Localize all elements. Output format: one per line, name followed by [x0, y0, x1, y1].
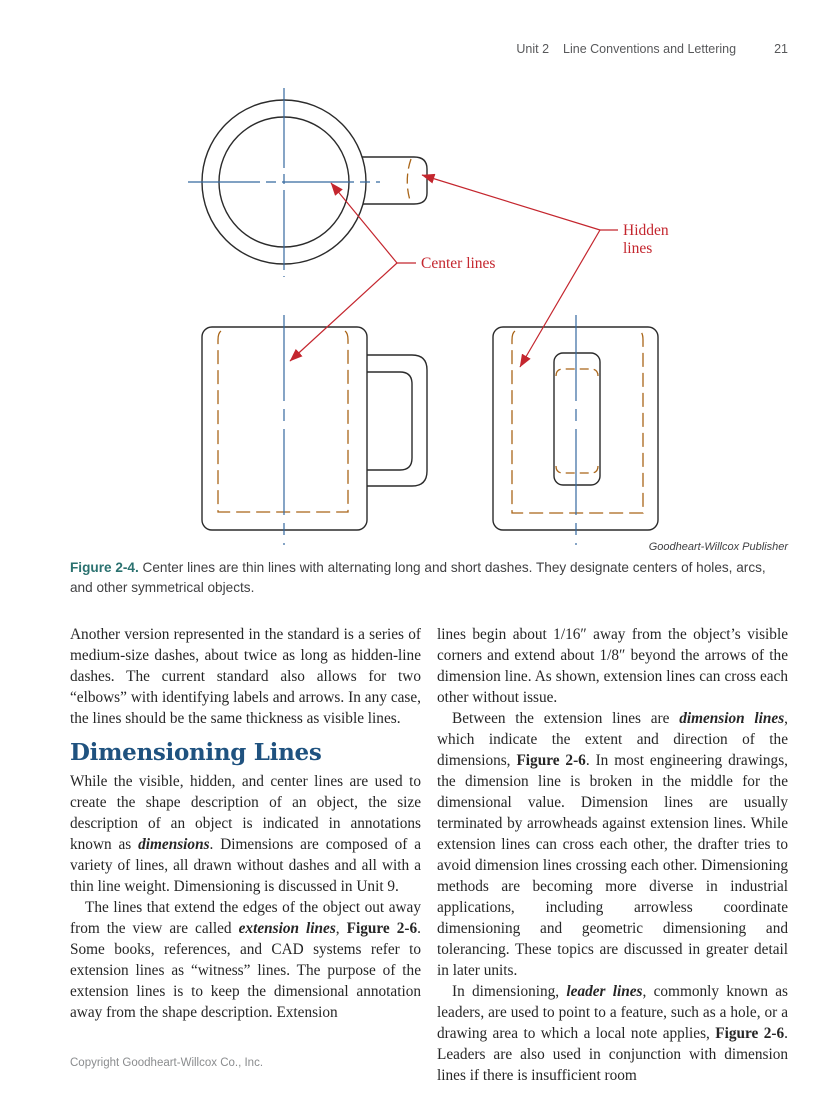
- side-view: [492, 315, 659, 545]
- left-column: Another version represented in the stand…: [70, 624, 421, 1086]
- hidden-lines-label-line1: Hidden: [623, 222, 669, 239]
- hidden-cavity-front: [217, 330, 349, 513]
- handle-hidden-arc: [406, 158, 412, 204]
- body-paragraph: In dimensioning, leader lines, commonly …: [437, 983, 788, 1084]
- leader-to-side-view: [519, 229, 601, 368]
- figure-2-4-drawing: Center lines Hidden lines: [188, 88, 669, 545]
- unit-label: Unit 2: [516, 42, 550, 56]
- top-view: [188, 88, 428, 277]
- handle-front-inner: [367, 371, 413, 471]
- leader-to-top-view: [330, 182, 398, 264]
- handle-front-outer: [367, 354, 428, 487]
- hidden-lines-callout: Hidden lines: [421, 173, 669, 368]
- body-paragraph: Between the extension lines are dimensio…: [437, 710, 788, 979]
- chapter-title: Line Conventions and Lettering: [563, 42, 737, 56]
- figure-caption: Figure 2-4. Center lines are thin lines …: [70, 558, 790, 598]
- body-paragraph: The lines that extend the edges of the o…: [70, 899, 421, 1021]
- right-column: lines begin about 1/16″ away from the ob…: [437, 624, 788, 1086]
- body-paragraph: lines begin about 1/16″ away from the ob…: [437, 626, 788, 706]
- body-paragraph: Another version represented in the stand…: [70, 626, 421, 727]
- leader-to-front-view: [289, 262, 398, 362]
- handle-side-hidden-top: [555, 368, 599, 377]
- copyright-line: Copyright Goodheart-Willcox Co., Inc.: [70, 1057, 264, 1069]
- hidden-cavity-side: [511, 330, 644, 514]
- center-lines-label: Center lines: [421, 255, 495, 272]
- handle-top-view: [362, 156, 428, 205]
- page-number: 21: [774, 42, 788, 56]
- figure-caption-label: Figure 2-4.: [70, 560, 139, 575]
- hidden-lines-label-line2: lines: [623, 240, 652, 257]
- front-view: [201, 315, 428, 545]
- center-lines-callout: Center lines: [289, 182, 495, 362]
- figure-credit: Goodheart-Willcox Publisher: [648, 541, 788, 553]
- body-paragraph: While the visible, hidden, and center li…: [70, 773, 421, 895]
- leader-to-handle-top-view: [421, 173, 601, 231]
- handle-side-silhouette: [553, 352, 601, 486]
- section-heading: Dimensioning Lines: [70, 739, 322, 766]
- figure-caption-body: Center lines are thin lines with alterna…: [70, 560, 766, 595]
- running-head: Unit 2 Line Conventions and Lettering 21: [0, 42, 788, 56]
- handle-side-hidden-bottom: [555, 465, 599, 474]
- body-columns: Another version represented in the stand…: [70, 624, 789, 1086]
